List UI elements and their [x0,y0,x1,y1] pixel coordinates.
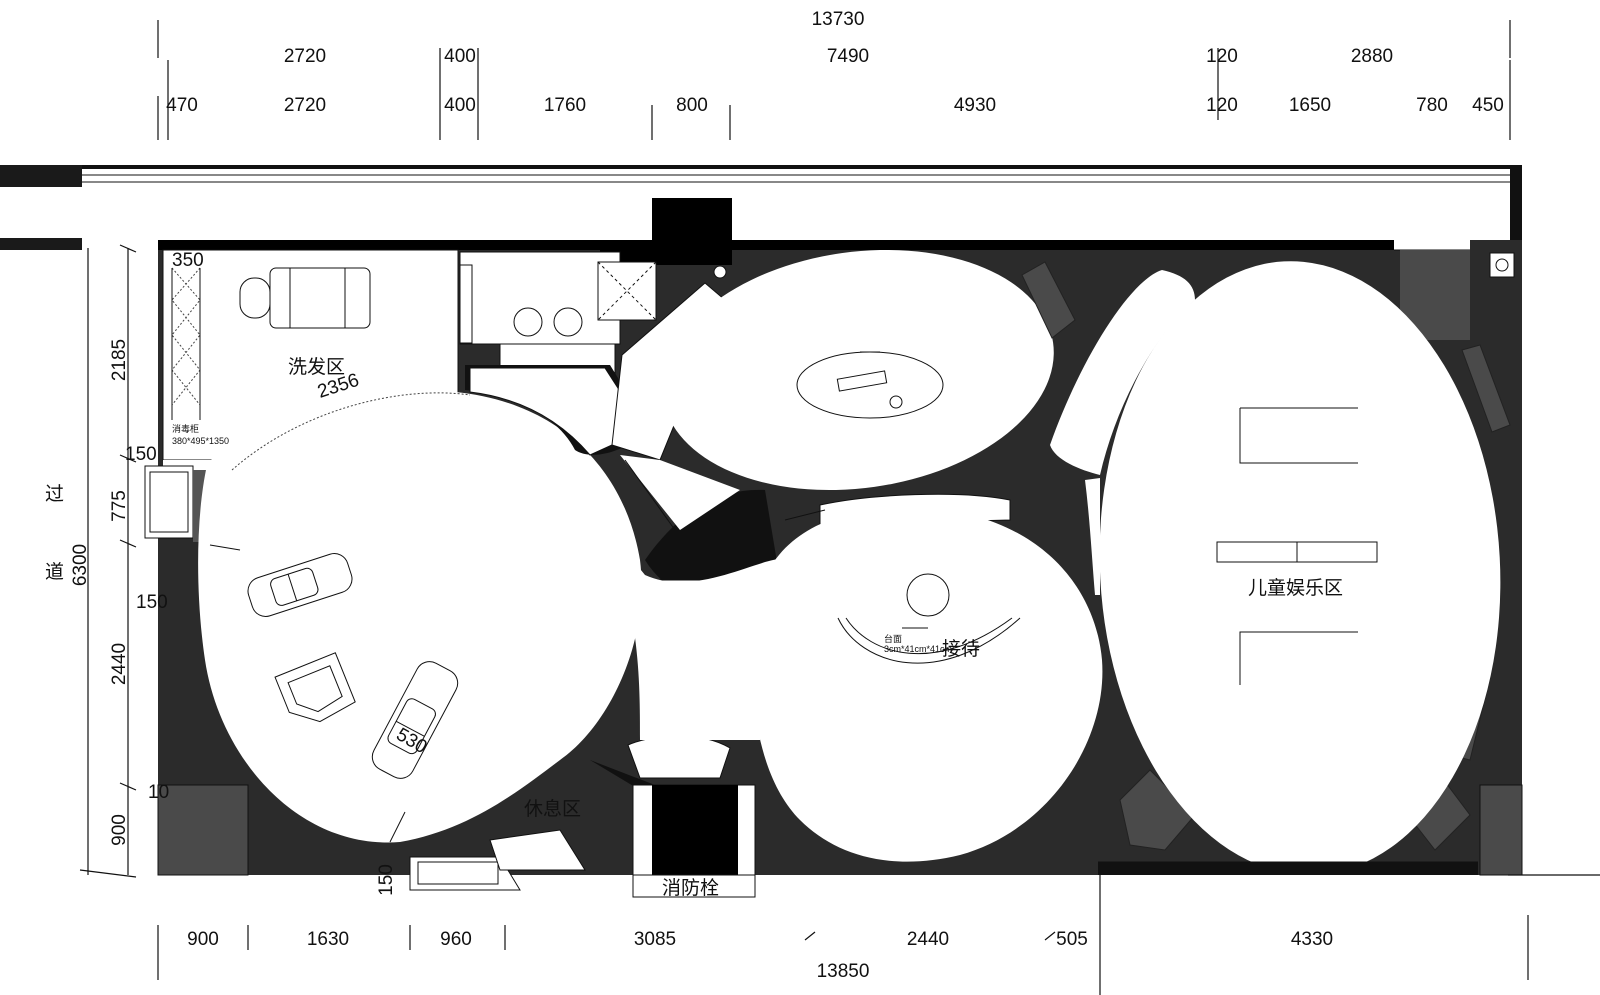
dim-top-r2-3: 400 [444,95,476,116]
dim-top-r1-5: 2880 [1351,46,1393,67]
corridor-char-2: 道 [45,561,64,583]
entry-door [409,829,586,891]
dim-top-r1-1: 2720 [284,46,326,67]
dim-top-r1-3: 7490 [827,46,869,67]
chair-icon [274,652,356,723]
dim-left-2185: 2185 [109,339,130,381]
label-cabinet: 消毒柜 [172,423,199,434]
kids-slide [1050,270,1195,595]
label-wash: 洗发区 [288,356,345,378]
dim-left-overall: 6300 [70,544,91,586]
dim-top-r2-5: 800 [676,95,708,116]
label-desk-note: 台面 [884,633,902,644]
dim-top-r2-2: 2720 [284,95,326,116]
dim-left-150c: 150 [376,864,397,896]
top-dimensions: 13730 2720 400 7490 120 2880 470 2720 40… [157,9,1511,140]
label-cabinet-spec: 380*495*1350 [172,436,229,446]
walkway [600,455,826,740]
rest-furniture [247,553,459,779]
rest-zone [198,390,642,843]
disinfect-cabinet [171,267,201,420]
dim-bottom-960: 960 [440,929,472,950]
dim-bottom-3085: 3085 [634,929,676,950]
bottom-dimensions: 900 1630 960 3085 2440 505 4330 13850 [157,874,1600,995]
dim-top-r2-9: 780 [1416,95,1448,116]
label-kids: 儿童娱乐区 [1248,577,1343,599]
dim-left-10: 10 [148,782,169,803]
dim-bottom-4330: 4330 [1291,929,1333,950]
shampoo-bed [239,267,371,329]
dim-left-150a: 150 [125,444,157,465]
label-rest: 休息区 [524,798,581,820]
dim-bottom-2440: 2440 [907,929,949,950]
dim-top-r2-8: 1650 [1289,95,1331,116]
dim-top-r2-6: 4930 [954,95,996,116]
dim-bottom-505: 505 [1056,929,1088,950]
dim-left-350: 350 [172,250,204,271]
dim-bottom-900: 900 [187,929,219,950]
car-toy-icon [247,553,353,617]
consult-zone [662,249,1054,491]
dim-left-900: 900 [109,814,130,846]
dim-top-overall: 13730 [812,9,865,30]
fire-hydrant [632,784,756,898]
label-reception: 接待 [942,638,980,660]
corridor-char-1: 过 [45,483,64,505]
dim-left-150b: 150 [136,592,168,613]
dim-top-r1-4: 120 [1206,46,1238,67]
dim-left-2440: 2440 [109,643,130,685]
label-desk-spec: 3cm*41cm*41cm [884,644,952,654]
reception-zone [752,507,1103,862]
kids-zone [1099,261,1501,875]
dim-left-775: 775 [109,490,130,522]
stools [513,265,727,337]
dim-bottom-overall: 13850 [817,961,870,982]
dim-bottom-1630: 1630 [307,929,349,950]
label-hydrant: 消防栓 [662,877,719,899]
dim-top-r2-4: 1760 [544,95,586,116]
outlet-box [1489,252,1515,278]
dim-top-r2-1: 470 [166,95,198,116]
dim-top-r2-7: 120 [1206,95,1238,116]
dim-top-r2-10: 450 [1472,95,1504,116]
car-toy-icon [371,661,459,779]
left-dimensions: 350 2185 150 775 150 2440 10 900 150 630… [45,244,397,896]
dim-top-r1-2: 400 [444,46,476,67]
kids-bottom-wall [1098,861,1478,875]
